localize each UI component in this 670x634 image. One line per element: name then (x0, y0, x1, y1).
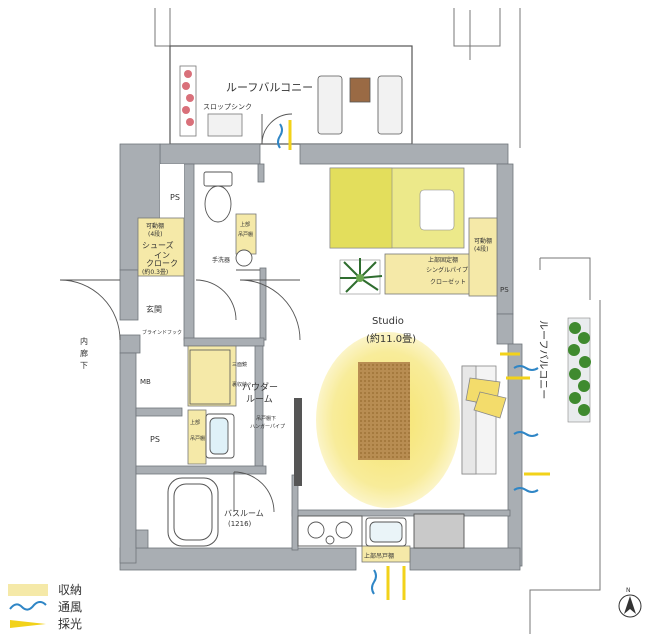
side-table-icon (349, 77, 371, 103)
tv-board (294, 398, 302, 486)
balcony-furniture (179, 65, 403, 137)
shoes-in-cloak (137, 217, 185, 277)
bathtub-icon (167, 477, 219, 547)
label-shelf-right-2: (4段) (474, 245, 489, 253)
label-closet-3: クローゼット (430, 278, 466, 286)
label-ps-top: PS (170, 193, 180, 202)
legend: 収納 通風 採光 (8, 582, 82, 633)
ventilation-light-markers (277, 120, 550, 600)
label-upper-shelf-2: 吊戸棚 (238, 231, 253, 238)
label-kitchen-cab: 上部吊戸棚 (364, 552, 394, 560)
compass-label: N (626, 587, 631, 594)
label-hanger-2: ハンガーパイプ (250, 423, 285, 430)
legend-storage-swatch (8, 583, 48, 596)
kitchen (297, 513, 465, 549)
label-powder-1: パウダー (242, 381, 278, 393)
wash-basin-icon (205, 413, 235, 459)
label-shoes-1: シューズ (142, 240, 174, 250)
label-roof-balcony-right: ルーフバルコニー (537, 320, 549, 399)
label-upper-cab-2: 吊戸棚 (190, 435, 205, 442)
label-shelf-right-1: 可動棚 (474, 237, 492, 245)
label-roof-balcony-top: ルーフバルコニー (226, 81, 313, 94)
sofa (461, 365, 507, 475)
label-powder-2: ルーム (246, 394, 273, 405)
compass-icon: N (618, 587, 642, 618)
label-entrance: 玄関 (146, 304, 162, 314)
slop-sink-icon (207, 113, 243, 137)
label-closet-1: 上部固定棚 (428, 256, 458, 264)
label-bath-1: バスルーム (224, 509, 264, 518)
storage-areas (137, 213, 498, 563)
label-bath-2: (1216) (228, 520, 252, 528)
washing-machine-space (189, 349, 231, 405)
label-three-side-1: 三面鏡 (232, 361, 247, 368)
legend-storage: 収納 (8, 582, 82, 597)
light-ray-icon (10, 619, 46, 628)
movable-shelf-right (468, 217, 498, 297)
label-shoes-2: イン (154, 251, 170, 260)
label-closet-2: シングルパイプ (426, 266, 468, 274)
label-corridor-2: 廊 (80, 348, 88, 358)
toilet-icon (203, 171, 253, 267)
three-side-mirror-storage (187, 345, 237, 407)
label-upper-cab-1: 上部 (190, 419, 200, 426)
label-blind-hook: ブラインドフック (142, 329, 182, 336)
rug (358, 362, 410, 460)
labels: ルーフバルコニー スロップシンク PS 可動棚 (4段) シューズ イン クロー… (80, 81, 549, 560)
label-ps-left: PS (150, 435, 160, 444)
label-studio-2: (約11.0畳) (366, 332, 416, 345)
label-mb: MB (140, 378, 151, 386)
label-corridor-1: 内 (80, 336, 88, 346)
walls (119, 143, 523, 571)
label-three-side-2: 裏収納 (232, 381, 247, 388)
label-shoes-4: (約0.3畳) (142, 268, 168, 276)
label-hand-wash: 手洗器 (212, 256, 230, 264)
bed (329, 167, 465, 249)
legend-light: 採光 (8, 616, 82, 631)
legend-storage-label: 収納 (58, 583, 83, 597)
deck-chair-icon (317, 75, 343, 135)
deck-chair-icon-2 (377, 75, 403, 135)
balcony-planter (567, 317, 591, 423)
label-shoes-3: クローク (146, 259, 178, 268)
label-shelf-left-1: 可動棚 (146, 222, 164, 230)
label-studio-1: Studio (372, 316, 404, 327)
legend-ventilation: 通風 (8, 599, 82, 614)
label-corridor-3: 下 (80, 361, 88, 370)
label-shelf-left-2: (4段) (148, 230, 163, 238)
wind-wave-icon (9, 600, 47, 611)
label-slop-sink: スロップシンク (203, 103, 252, 111)
legend-light-label: 採光 (58, 617, 83, 631)
plant-icon (339, 258, 383, 295)
label-upper-shelf-1: 上部 (240, 221, 250, 228)
label-hanger-1: 吊戸棚下 (256, 415, 276, 422)
label-ps-right: PS (500, 286, 509, 294)
legend-ventilation-label: 通風 (58, 600, 83, 614)
doors (59, 113, 301, 513)
